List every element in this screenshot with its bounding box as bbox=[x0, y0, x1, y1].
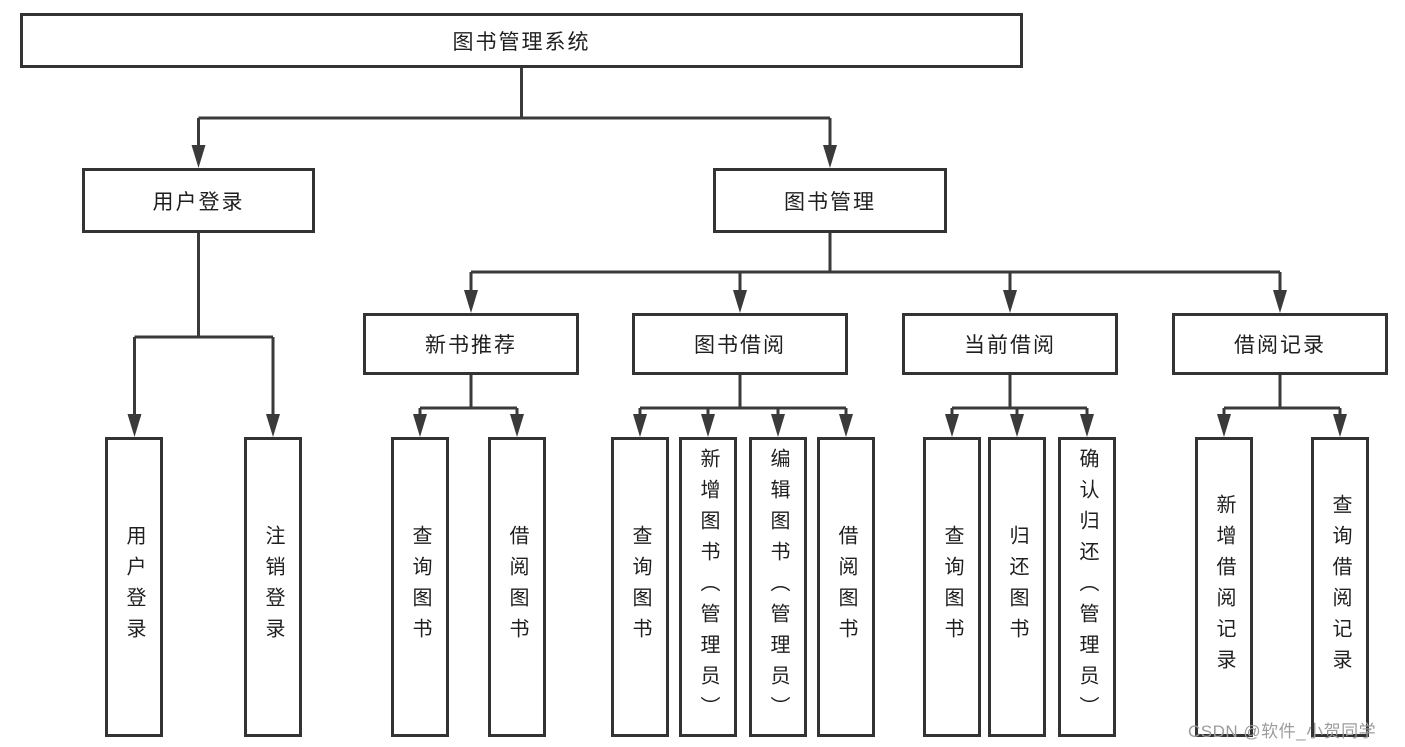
connector-user-login bbox=[133, 233, 275, 416]
node-add-borrow-record: 新增借阅记录 bbox=[1195, 437, 1253, 737]
node-label: 借阅图书 bbox=[835, 525, 857, 649]
node-new-book-recommend: 新书推荐 bbox=[363, 313, 579, 375]
arrowhead bbox=[1003, 290, 1017, 313]
node-label: 新增图书（管理员） bbox=[697, 447, 719, 727]
connector-current-borrow bbox=[950, 375, 1089, 416]
node-query-books-borrow: 查询图书 bbox=[611, 437, 669, 737]
arrowhead bbox=[771, 414, 785, 437]
node-label: 图书管理系统 bbox=[452, 30, 591, 54]
arrowhead bbox=[701, 414, 715, 437]
connector-borrow-records bbox=[1222, 375, 1342, 416]
node-query-books-current: 查询图书 bbox=[923, 437, 981, 737]
arrowhead bbox=[266, 414, 280, 437]
node-label: 新书推荐 bbox=[425, 334, 517, 357]
node-return-books: 归还图书 bbox=[988, 437, 1046, 737]
arrowhead bbox=[1010, 414, 1024, 437]
node-label: 确认归还（管理员） bbox=[1076, 447, 1098, 727]
node-system-root: 图书管理系统 bbox=[20, 13, 1023, 68]
arrowhead bbox=[191, 145, 206, 168]
node-label: 当前借阅 bbox=[964, 334, 1056, 357]
node-add-books-admin: 新增图书（管理员） bbox=[679, 437, 737, 737]
arrowhead bbox=[1217, 414, 1231, 437]
node-confirm-return-admin: 确认归还（管理员） bbox=[1058, 437, 1116, 737]
arrowhead bbox=[839, 414, 853, 437]
node-query-borrow-record: 查询借阅记录 bbox=[1311, 437, 1369, 737]
arrowhead bbox=[1273, 290, 1287, 313]
arrowheads bbox=[127, 145, 1347, 437]
node-label: 注销登录 bbox=[262, 525, 284, 649]
node-label: 查询图书 bbox=[629, 525, 651, 649]
node-label: 查询图书 bbox=[941, 525, 963, 649]
node-label: 借阅记录 bbox=[1234, 334, 1326, 357]
connector-book-borrow bbox=[638, 375, 848, 416]
arrowhead bbox=[823, 145, 837, 168]
node-label: 用户登录 bbox=[123, 525, 145, 649]
arrowhead bbox=[733, 290, 747, 313]
arrowhead bbox=[1080, 414, 1094, 437]
node-label: 用户登录 bbox=[152, 190, 245, 214]
arrowhead bbox=[1333, 414, 1347, 437]
node-label: 图书借阅 bbox=[694, 334, 786, 357]
node-label: 查询借阅记录 bbox=[1329, 494, 1351, 680]
node-logout-leaf: 注销登录 bbox=[244, 437, 302, 737]
node-current-borrow: 当前借阅 bbox=[902, 313, 1118, 375]
node-query-books-recommend: 查询图书 bbox=[391, 437, 449, 737]
node-label: 归还图书 bbox=[1006, 525, 1028, 649]
node-book-borrow: 图书借阅 bbox=[632, 313, 848, 375]
connector-book-management bbox=[469, 233, 1282, 293]
node-label: 新增借阅记录 bbox=[1213, 494, 1235, 680]
node-borrow-books-recommend: 借阅图书 bbox=[488, 437, 546, 737]
node-label: 图书管理 bbox=[784, 190, 876, 214]
arrowhead bbox=[127, 414, 142, 437]
node-user-login-leaf: 用户登录 bbox=[105, 437, 163, 737]
arrowhead bbox=[510, 414, 524, 437]
node-book-management: 图书管理 bbox=[713, 168, 947, 233]
node-label: 查询图书 bbox=[409, 525, 431, 649]
watermark: CSDN @软件_小贺同学 bbox=[1188, 722, 1377, 741]
node-user-login: 用户登录 bbox=[82, 168, 315, 233]
arrowhead bbox=[945, 414, 959, 437]
node-borrow-books: 借阅图书 bbox=[817, 437, 875, 737]
node-borrow-records: 借阅记录 bbox=[1172, 313, 1388, 375]
connector-root bbox=[197, 68, 832, 148]
connector-new-book bbox=[418, 375, 519, 416]
arrowhead bbox=[464, 290, 478, 313]
arrowhead bbox=[413, 414, 427, 437]
node-label: 借阅图书 bbox=[506, 525, 528, 649]
node-label: 编辑图书（管理员） bbox=[767, 447, 789, 727]
node-edit-books-admin: 编辑图书（管理员） bbox=[749, 437, 807, 737]
arrowhead bbox=[633, 414, 647, 437]
